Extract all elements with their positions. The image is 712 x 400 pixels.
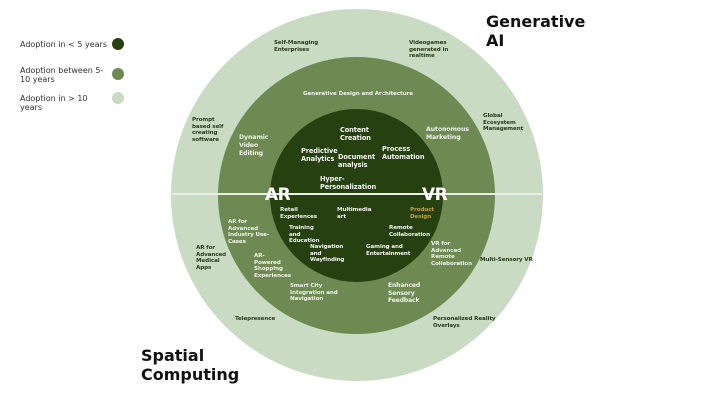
item-enhanced-sensory-feedback: Enhanced Sensory Feedback <box>388 282 421 305</box>
legend-item-under-5-years: Adoption in < 5 years <box>20 38 124 50</box>
item-ar-shopping-experiences: AR-Powered Shopping Experiences <box>254 253 292 279</box>
title-line: Spatial <box>141 346 205 365</box>
legend-dot-medium-green <box>112 68 124 80</box>
item-training-education: Training and Education <box>289 225 320 245</box>
item-navigation-wayfinding: Navigation and Wayfinding <box>310 244 345 264</box>
item-telepresence: Telepresence <box>235 316 276 322</box>
legend-item-over-10-years: Adoption in > 10 years <box>20 92 124 112</box>
legend-dot-dark-green <box>112 38 124 50</box>
title-generative-ai: Generative AI <box>486 12 585 50</box>
item-videogames-realtime: Videogames generated in realtime <box>409 40 449 60</box>
legend-label: Adoption in < 5 years <box>20 40 107 49</box>
item-self-managing-enterprises: Self-Managing Enterprises <box>274 40 319 53</box>
item-personalized-reality-overlays: Personalized Reality Overlays <box>433 316 496 329</box>
item-content-creation: Content Creation <box>340 126 371 142</box>
ar-label: AR <box>265 185 291 205</box>
legend-label: Adoption between 5-10 years <box>20 66 104 84</box>
item-smart-city-navigation: Smart City Integration and Navigation <box>290 283 338 303</box>
item-process-automation: Process Automation <box>382 145 425 161</box>
title-line: Generative <box>486 12 586 31</box>
item-ar-medical-apps: AR for Advanced Medical Apps <box>196 245 227 271</box>
item-remote-collaboration: Remote Collaboration <box>389 225 431 238</box>
item-product-design: Product Design <box>410 207 434 220</box>
item-generative-design-architecture: Generative Design and Architecture <box>303 91 413 97</box>
item-document-analysis: Document analysis <box>338 153 375 169</box>
item-hyper-personalization: Hyper-Personalization <box>320 175 377 191</box>
item-gaming-entertainment: Gaming and Entertainment <box>366 244 411 257</box>
vr-label: VR <box>422 185 448 205</box>
item-global-ecosystem-management: Global Ecosystem Management <box>483 113 524 133</box>
title-spatial-computing: Spatial Computing <box>141 346 239 384</box>
horizontal-divider <box>172 193 542 195</box>
legend-label: Adoption in > 10 years <box>20 94 88 112</box>
legend-item-5-10-years: Adoption between 5-10 years <box>20 66 124 84</box>
item-ar-industry-use-cases: AR for Advanced Industry Use-Cases <box>228 219 270 245</box>
item-vr-remote-collaboration: VR for Advanced Remote Collaboration <box>431 241 473 267</box>
title-line: Computing <box>141 365 240 384</box>
item-dynamic-video-editing: Dynamic Video Editing <box>239 134 269 157</box>
inner-ring-under-5-years <box>270 109 443 282</box>
item-multimedia-art: Multimedia art <box>337 207 372 220</box>
legend-dot-light-green <box>112 92 124 104</box>
item-autonomous-marketing: Autonomous Marketing <box>426 126 469 141</box>
item-retail-experiences: Retail Experiences <box>280 207 318 220</box>
item-prompt-based-software: Prompt based self creating software <box>192 117 224 143</box>
title-line: AI <box>486 31 505 50</box>
item-predictive-analytics: Predictive Analytics <box>301 147 338 163</box>
item-multi-sensory-vr: Multi-Sensory VR <box>480 257 533 263</box>
